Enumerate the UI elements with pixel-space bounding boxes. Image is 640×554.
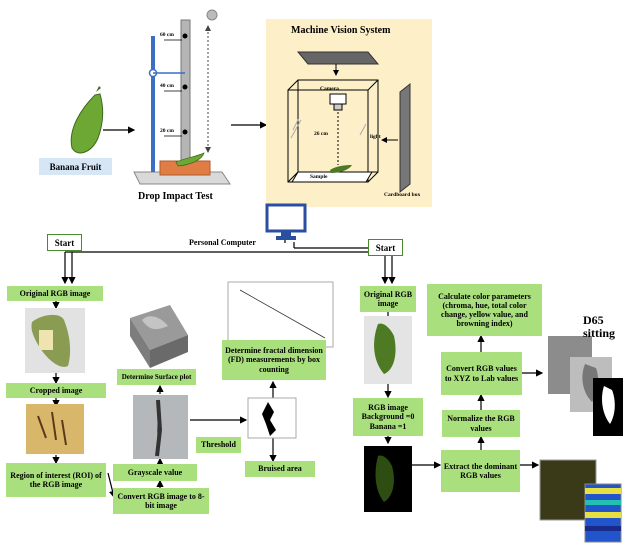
cropped-image-box: Cropped image <box>6 383 106 398</box>
normalize-box: Normalize the RGB values <box>442 410 520 437</box>
extract-dominant-box: Extract the dominant RGB values <box>441 450 520 492</box>
calculate-color-box: Calculate color parameters (chroma, hue,… <box>427 284 542 336</box>
personal-computer-label: Personal Computer <box>189 238 256 247</box>
fractal-dimension-box: Determine fractal dimension (FD) measure… <box>222 340 326 380</box>
roi-box: Region of interest (ROI) of the RGB imag… <box>6 463 106 497</box>
convert-xyz-lab-box: Convert RGB values to XYZ to Lab values <box>441 352 522 395</box>
cardboard-box-label: Cardboard box <box>384 192 421 198</box>
grayscale-box: Grayscale value <box>113 464 197 481</box>
machine-vision-title: Machine Vision System <box>291 25 391 36</box>
camera-label: Camera <box>320 86 339 92</box>
banana-fruit-label: Banana Fruit <box>39 158 112 175</box>
right-original-rgb-box: Original RGB image <box>360 286 416 312</box>
drop-impact-test-label: Drop Impact Test <box>138 191 213 202</box>
height-60-label: 60 cm <box>160 32 174 38</box>
light-label: light <box>370 134 381 140</box>
height-40-label: 40 cm <box>160 83 174 89</box>
sample-label: Sample <box>310 174 328 180</box>
left-start-box: Start <box>47 234 82 251</box>
right-start-box: Start <box>368 239 403 256</box>
convert-8bit-box: Convert RGB image to 8-bit image <box>113 488 209 514</box>
bruised-area-box: Bruised area <box>245 461 315 477</box>
left-original-rgb-box: Original RGB image <box>7 286 103 301</box>
d65-sitting-label: D65 sitting <box>583 313 616 341</box>
height-20-label: 20 cm <box>160 128 174 134</box>
distance-26-label: 26 cm <box>314 131 328 137</box>
surface-plot-box: Determine Surface plot <box>117 369 196 385</box>
threshold-box: Threshold <box>196 437 241 453</box>
rgb-background-box: RGB image Background =0 Banana =1 <box>353 398 423 436</box>
